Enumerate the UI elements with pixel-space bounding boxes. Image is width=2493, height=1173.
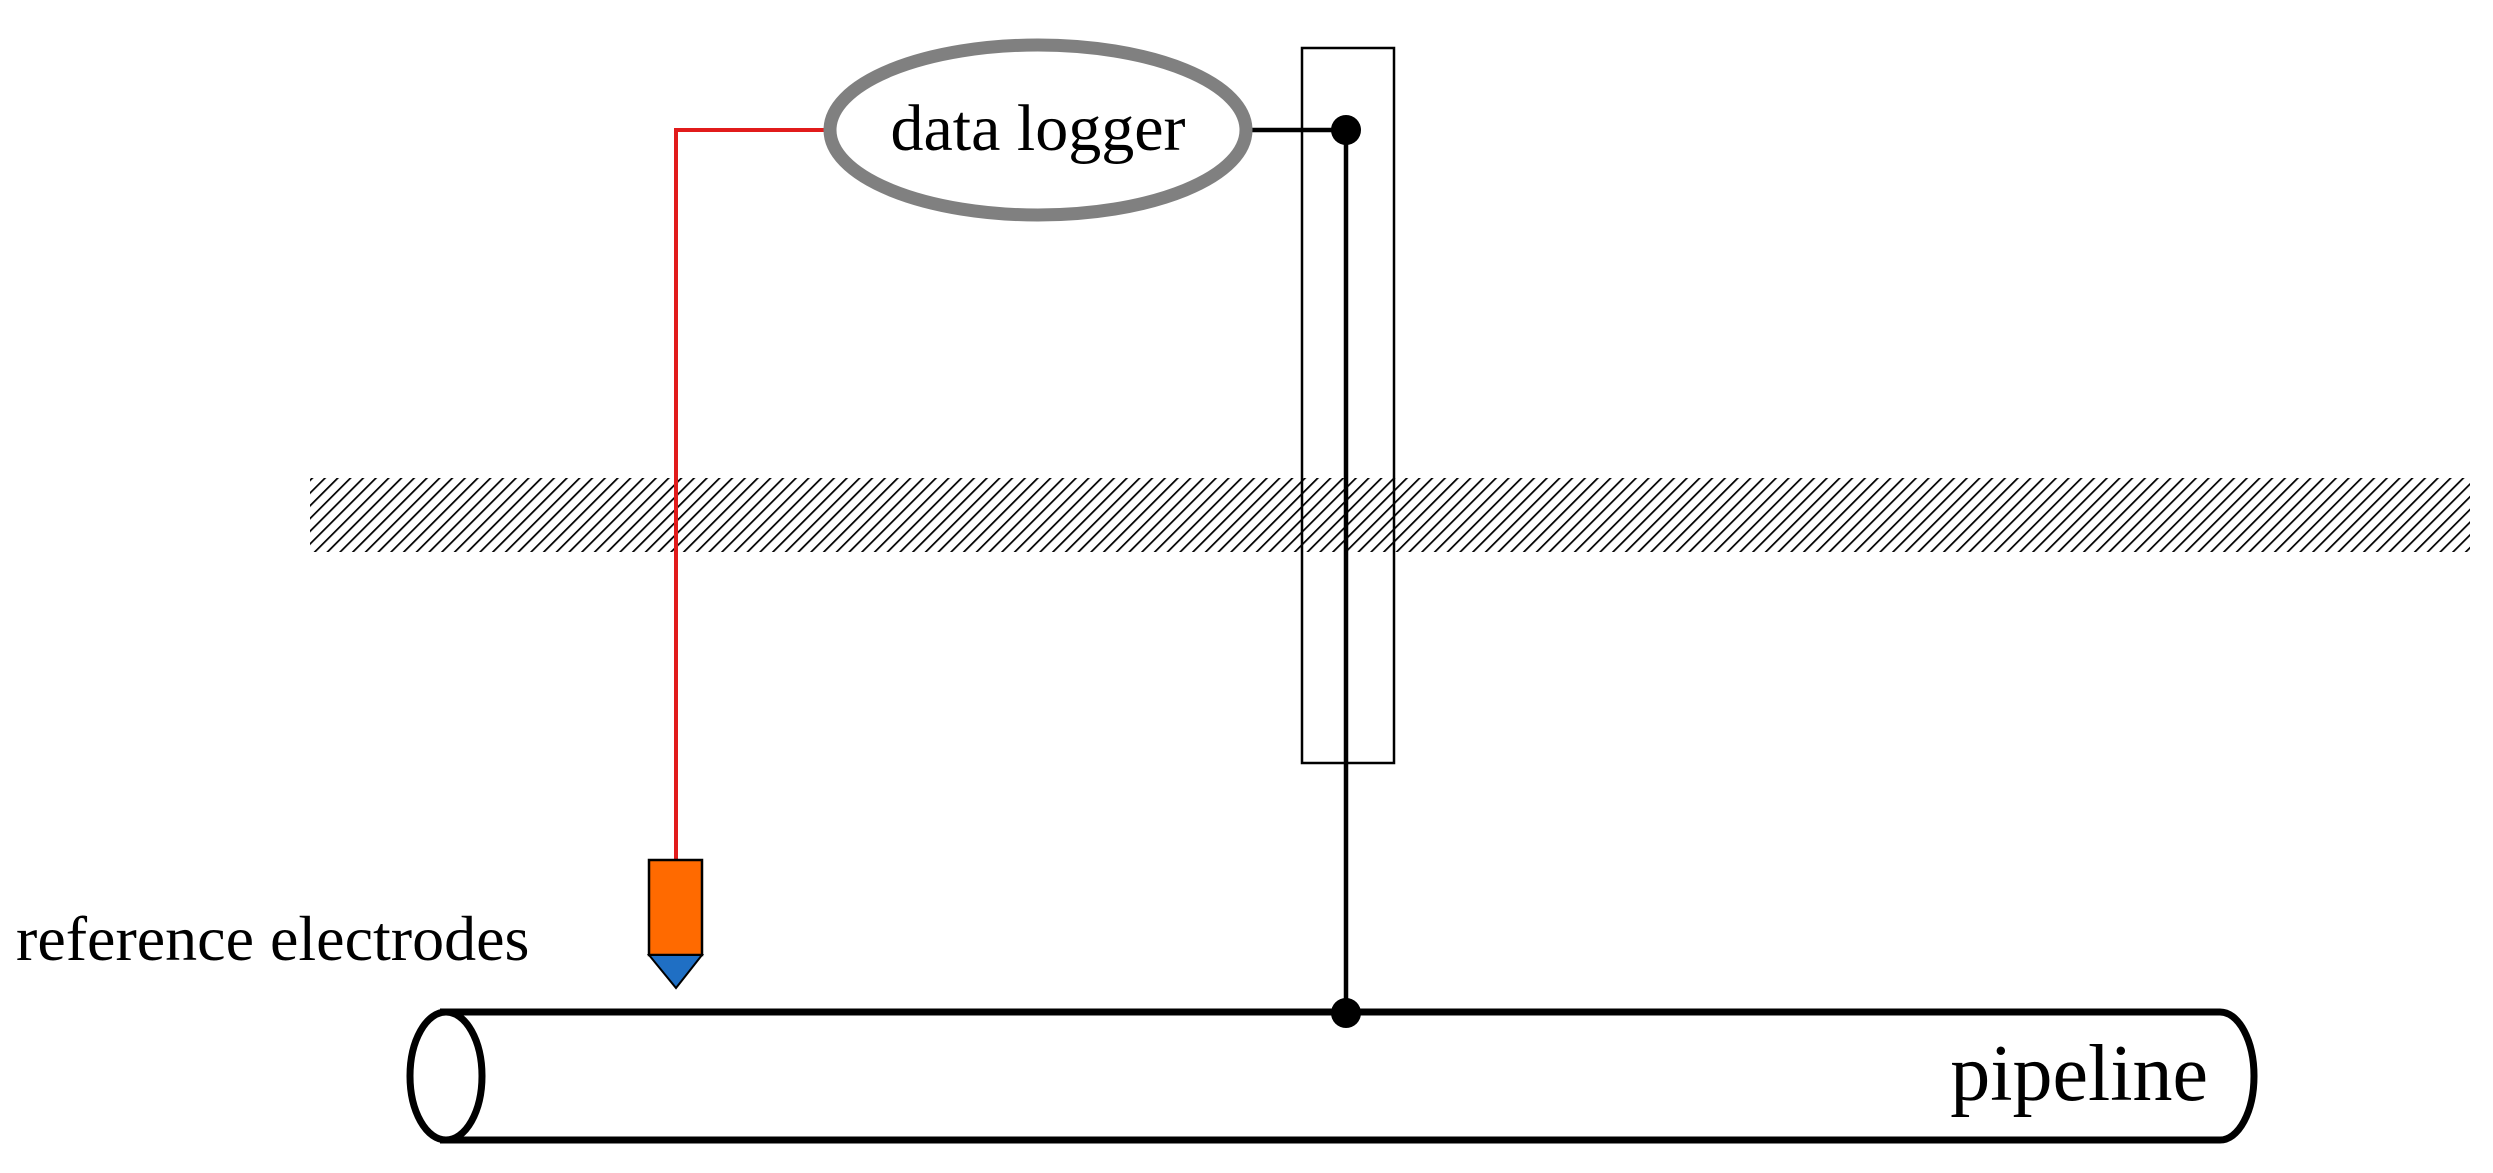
electrode-tip: [646, 954, 705, 990]
pipeline-label: pipeline: [1950, 1030, 2208, 1118]
data-logger: [823, 38, 1253, 222]
reference-electrodes-label: reference electrodes: [16, 903, 529, 974]
data-logger-label: data logger: [890, 92, 1185, 165]
ground-surface: [310, 478, 2470, 552]
pipeline-end-cap: [406, 1008, 486, 1144]
reference-electrode: [646, 858, 705, 990]
pipeline-junction-node: [1331, 998, 1361, 1028]
pipeline: [406, 1008, 2258, 1144]
top-junction-node: [1331, 115, 1361, 145]
electrode-body: [647, 858, 704, 957]
pipeline-body: [440, 1008, 2258, 1144]
reference-electrode-wire: [674, 128, 827, 860]
